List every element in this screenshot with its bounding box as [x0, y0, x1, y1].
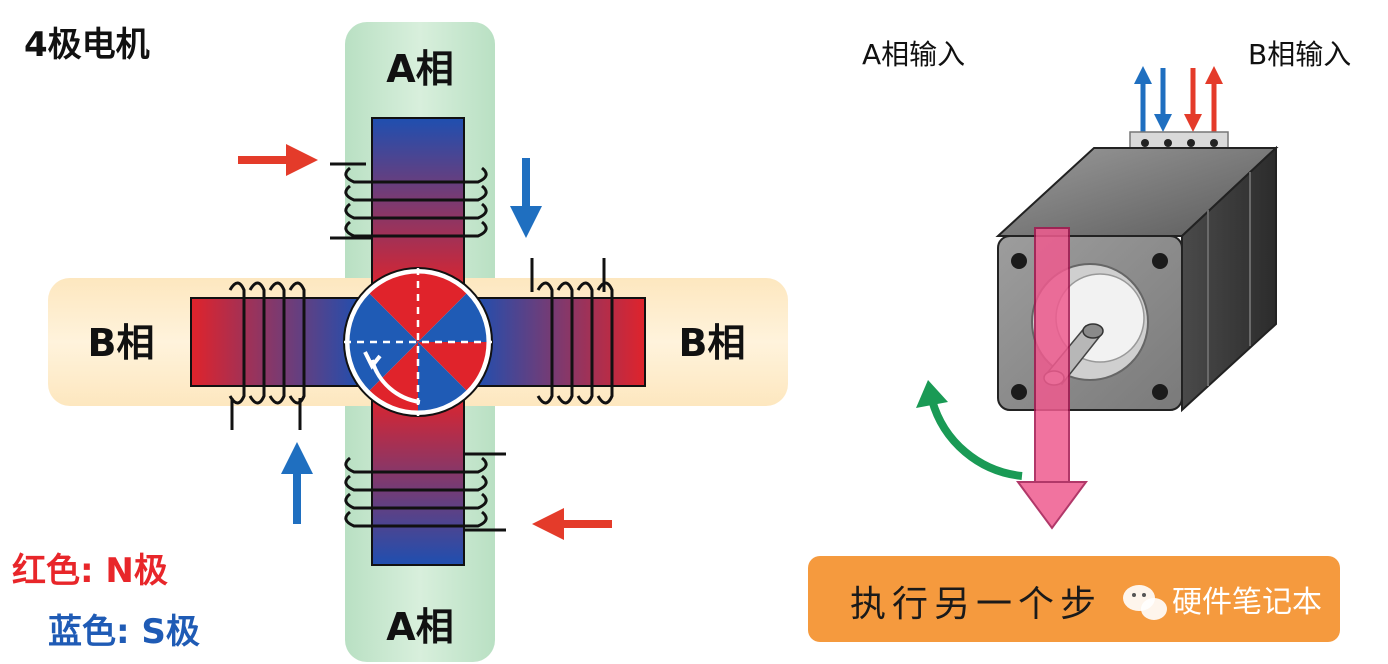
coil-bottom-turn — [344, 492, 488, 510]
coil-bottom-turn — [344, 474, 488, 492]
coil-left-turn — [268, 281, 286, 405]
b-input-arrows — [1184, 66, 1223, 132]
coil-bottom-turn — [344, 456, 488, 474]
diagram-title: 4极电机 — [24, 25, 150, 65]
current-arrow-red-bottom — [532, 508, 612, 540]
current-arrow-red-top — [238, 144, 318, 176]
phase-label-b-right: B相 — [679, 321, 746, 365]
coil-right-turn — [556, 281, 574, 405]
current-arrow-blue-top — [510, 158, 542, 238]
a-input-arrows — [1134, 66, 1172, 132]
pole-left — [190, 297, 362, 387]
phase-label-a-bottom: A相 — [386, 605, 453, 649]
coil-top-turn — [344, 202, 488, 220]
step-banner — [808, 556, 1340, 642]
coil-right-turn — [576, 281, 594, 405]
pole-right — [474, 297, 646, 387]
b-input-label: B相输入 — [1248, 38, 1351, 71]
coil-top-turn — [344, 184, 488, 202]
coil-left-turn — [228, 281, 246, 405]
rotation-arrow — [916, 380, 1023, 480]
coil-left-turn — [248, 281, 266, 405]
phase-label-b-left: B相 — [88, 321, 155, 365]
legend-red-north: 红色: N极 — [12, 551, 168, 591]
step-banner-text: 执行另一个步 — [850, 584, 1102, 625]
pole-bottom — [371, 392, 465, 566]
wechat-icon — [1123, 585, 1167, 620]
coil-left-turn — [288, 281, 306, 405]
coil-bottom-turn — [344, 510, 488, 528]
pointer-arrow — [1016, 227, 1088, 530]
a-input-label: A相输入 — [862, 38, 965, 71]
rotor — [343, 267, 493, 417]
coil-top-turn — [344, 220, 488, 238]
coil-right-turn — [536, 281, 554, 405]
pole-top — [371, 117, 465, 294]
watermark-text: 硬件笔记本 — [1172, 585, 1322, 620]
legend-blue-south: 蓝色: S极 — [48, 612, 200, 652]
phase-label-a-top: A相 — [386, 47, 453, 91]
coils — [228, 162, 614, 532]
current-arrow-blue-bottom — [281, 442, 313, 524]
coil-top-turn — [344, 166, 488, 184]
